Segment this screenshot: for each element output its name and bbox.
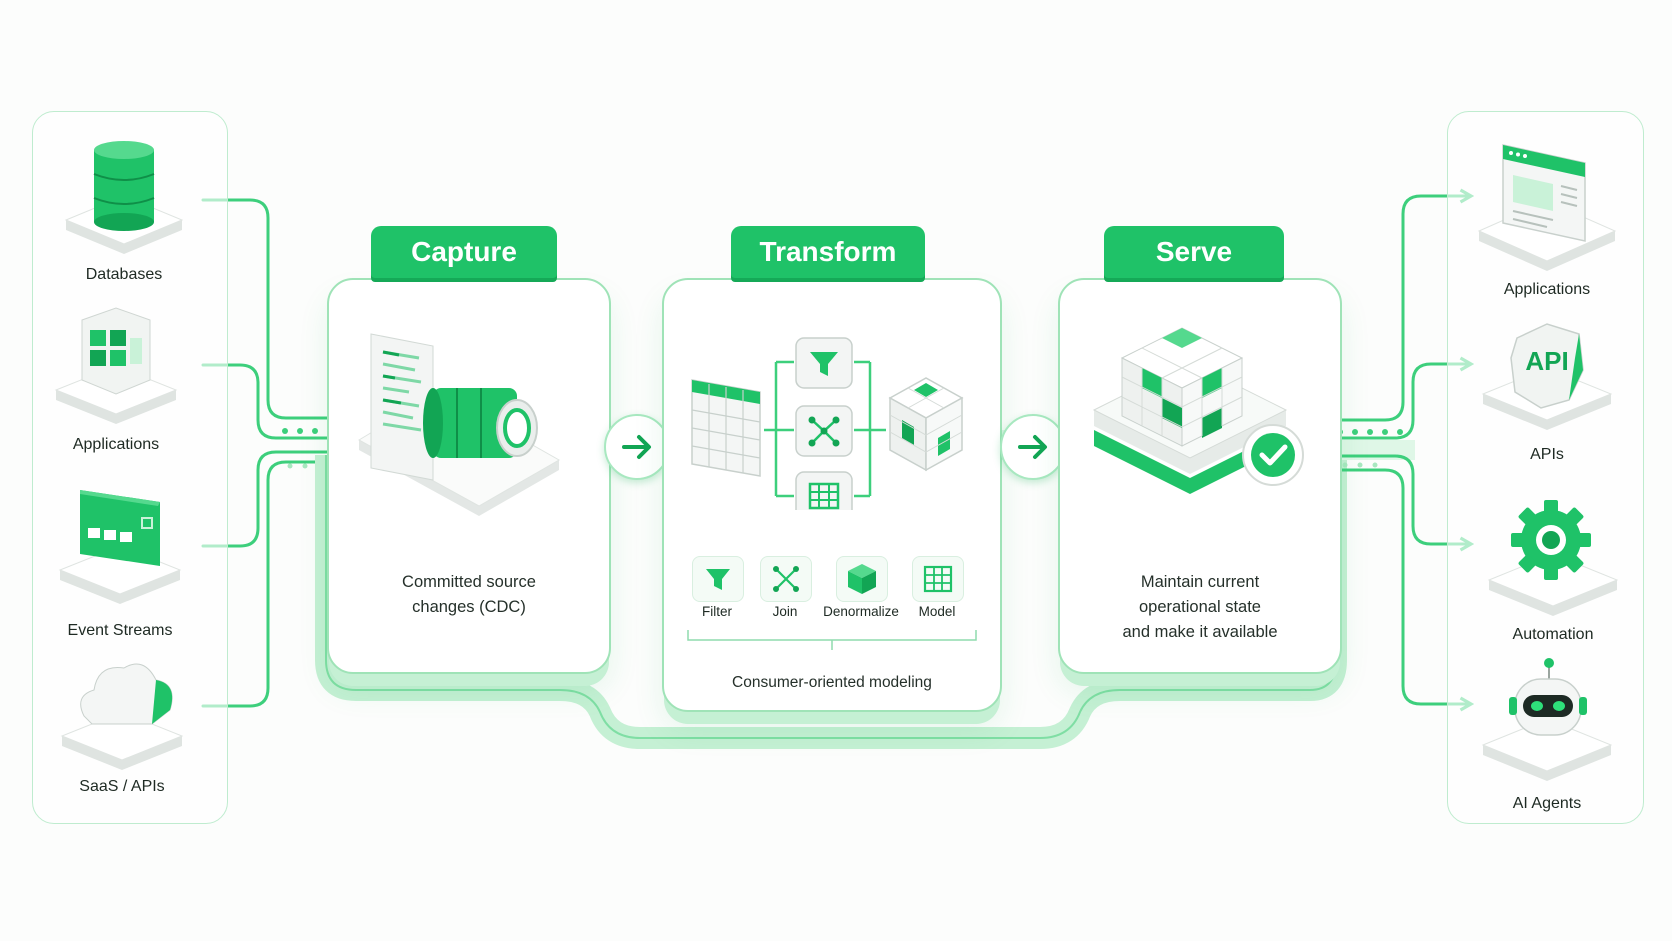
filter-step-icon	[795, 337, 853, 389]
destination-label: AI Agents	[1512, 795, 1582, 812]
source-databases[interactable]: Databases	[34, 130, 214, 283]
model-step-icon	[795, 471, 853, 510]
grid-table-icon	[923, 565, 953, 593]
step-label-model: Model	[918, 604, 956, 619]
destination-label: Automation	[1512, 626, 1594, 643]
source-saas-apis[interactable]: SaaS / APIs	[32, 650, 212, 795]
capture-title: Capture	[371, 226, 557, 278]
source-event-streams[interactable]: Event Streams	[30, 480, 210, 639]
cube-icon	[848, 564, 876, 594]
destination-applications[interactable]: Applications	[1457, 135, 1637, 298]
source-applications[interactable]: Applications	[26, 300, 206, 453]
api-icon	[1481, 323, 1613, 430]
cloud-icon	[60, 663, 184, 770]
browser-window-icon	[1477, 144, 1617, 271]
mini-model	[912, 556, 964, 602]
check-badge-icon	[1242, 424, 1304, 486]
join-icon	[773, 566, 799, 592]
join-step-icon	[795, 405, 853, 457]
mini-denormalize	[836, 556, 888, 602]
destination-connectors	[1334, 196, 1468, 704]
destination-automation[interactable]: Automation	[1463, 490, 1643, 643]
source-connectors	[201, 198, 332, 708]
destination-apis[interactable]: API APIs	[1457, 318, 1637, 463]
serve-card: Maintain current operational state and m…	[1058, 278, 1342, 674]
app-grid-icon	[54, 307, 178, 424]
steps-bracket	[687, 630, 977, 650]
event-stream-icon	[58, 490, 182, 604]
cdc-capture-icon	[357, 333, 561, 516]
source-label: Event Streams	[67, 622, 173, 639]
capture-description: Committed source changes (CDC)	[402, 573, 536, 616]
mini-join	[760, 556, 812, 602]
destination-label: APIs	[1530, 446, 1564, 463]
capture-card: Committed source changes (CDC)	[327, 278, 611, 674]
destination-label: Applications	[1503, 281, 1591, 298]
arrow-right-icon	[622, 435, 651, 459]
transform-footer: Consumer-oriented modeling	[732, 674, 932, 691]
filter-icon	[706, 569, 730, 590]
serve-description: Maintain current operational state and m…	[1122, 573, 1278, 641]
arrow-right-icon	[1018, 435, 1047, 459]
api-badge-text: API	[1525, 346, 1569, 376]
source-label: SaaS / APIs	[79, 778, 165, 795]
transform-title: Transform	[731, 226, 925, 278]
source-label: Databases	[85, 266, 163, 283]
serve-title: Serve	[1104, 226, 1284, 278]
denormalized-cube-icon	[888, 377, 964, 472]
destination-ai-agents[interactable]: AI Agents	[1457, 655, 1637, 812]
step-label-filter: Filter	[702, 604, 732, 619]
transform-flow-graphic	[691, 337, 964, 510]
step-label-denormalize: Denormalize	[823, 604, 899, 619]
mini-filter	[692, 556, 744, 602]
robot-icon	[1481, 658, 1613, 781]
flow-arrow-transform-serve	[1000, 414, 1066, 480]
table-icon	[691, 379, 761, 477]
source-label: Applications	[72, 436, 160, 453]
transform-card: Filter Join Denormalize Model Consumer-o…	[662, 278, 1002, 712]
database-icon	[64, 141, 184, 254]
gear-icon	[1487, 500, 1619, 616]
flow-arrow-capture-transform	[604, 414, 670, 480]
serve-state-icon	[1092, 327, 1288, 494]
step-label-join: Join	[772, 604, 798, 619]
